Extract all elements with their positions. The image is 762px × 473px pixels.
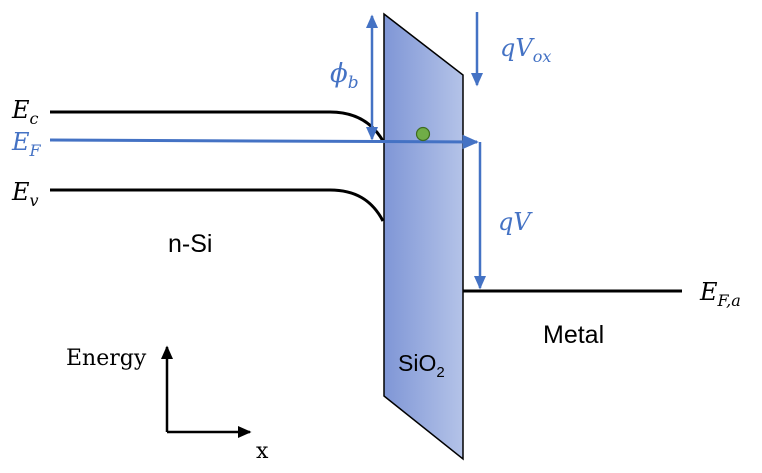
valence-band-line (50, 188, 385, 222)
energy-axis-label: Energy (66, 346, 147, 371)
barrier-height-label: ϕb (330, 59, 359, 93)
sio2-label: SiO2 (398, 350, 445, 381)
conduction-band-line (50, 110, 385, 142)
valence-band-label: Ev (11, 178, 39, 210)
oxide-voltage-label: qVox (500, 34, 551, 66)
oxide-layer (383, 12, 464, 461)
x-axis-label: x (256, 439, 269, 464)
conduction-band-label: Ec (11, 96, 39, 128)
applied-voltage-label: qV (498, 208, 533, 236)
electron-dot (415, 126, 431, 142)
metal-label: Metal (543, 321, 604, 349)
fermi-level-label: EF (11, 128, 42, 160)
n-si-label: n-Si (168, 230, 212, 258)
fermi-level-line (49, 134, 479, 150)
metal-fermi-level-label: EF,a (699, 278, 741, 310)
